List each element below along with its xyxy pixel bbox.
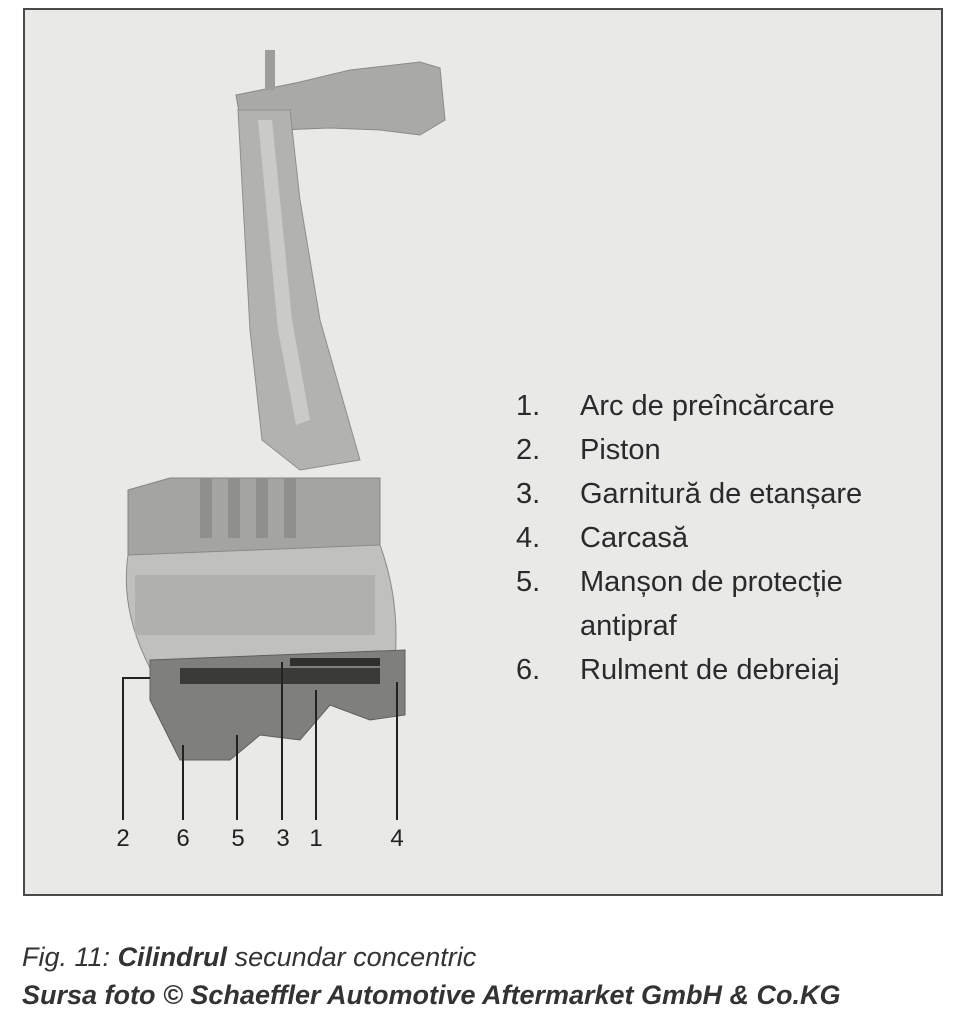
legend-number: 4. [516,522,541,554]
callout-label: 2 [116,825,130,852]
figure-title-bold: Cilindrul [117,942,228,972]
legend-label: Arc de preîncărcare [580,390,835,422]
legend-item-continued: antipraf [492,604,862,648]
parts-legend: 1. Arc de preîncărcare 2. Piston 3. Garnitu… [492,384,862,692]
legend-item: 2. Piston [492,428,862,472]
legend-number: 5. [516,566,541,598]
figure-title: secundar concentric [234,942,477,972]
legend-item: 5. Manșon de protecție [492,560,862,604]
callout-label: 1 [309,825,323,852]
legend-number [492,604,580,648]
legend-number: 2. [516,434,541,466]
legend-number: 6. [516,654,541,686]
callout-label: 4 [390,825,404,852]
figure-number: Fig. 11: [22,942,111,972]
concentric-slave-cylinder-illustration [122,50,446,820]
legend-item: 4. Carcasă [492,516,862,560]
legend-item: 3. Garnitură de etanșare [492,472,862,516]
callout-label: 3 [276,825,290,852]
legend-item: 6. Rulment de debreiaj [492,648,862,692]
callout-label: 5 [231,825,245,852]
callout-label: 6 [176,825,190,852]
legend-label: Garnitură de etanșare [580,478,863,510]
legend-label: Carcasă [580,522,688,554]
legend-number: 1. [516,390,541,422]
legend-label: Rulment de debreiaj [580,654,840,686]
photo-source: Sursa foto © Schaeffler Automotive After… [22,980,841,1010]
legend-label: antipraf [580,610,677,642]
legend-item: 1. Arc de preîncărcare [492,384,862,428]
legend-label: Manșon de protecție [580,566,843,598]
figure-caption: Fig. 11: Cilindrul secundar concentric S… [22,938,841,1014]
legend-label: Piston [580,434,661,466]
legend-number: 3. [516,478,541,510]
